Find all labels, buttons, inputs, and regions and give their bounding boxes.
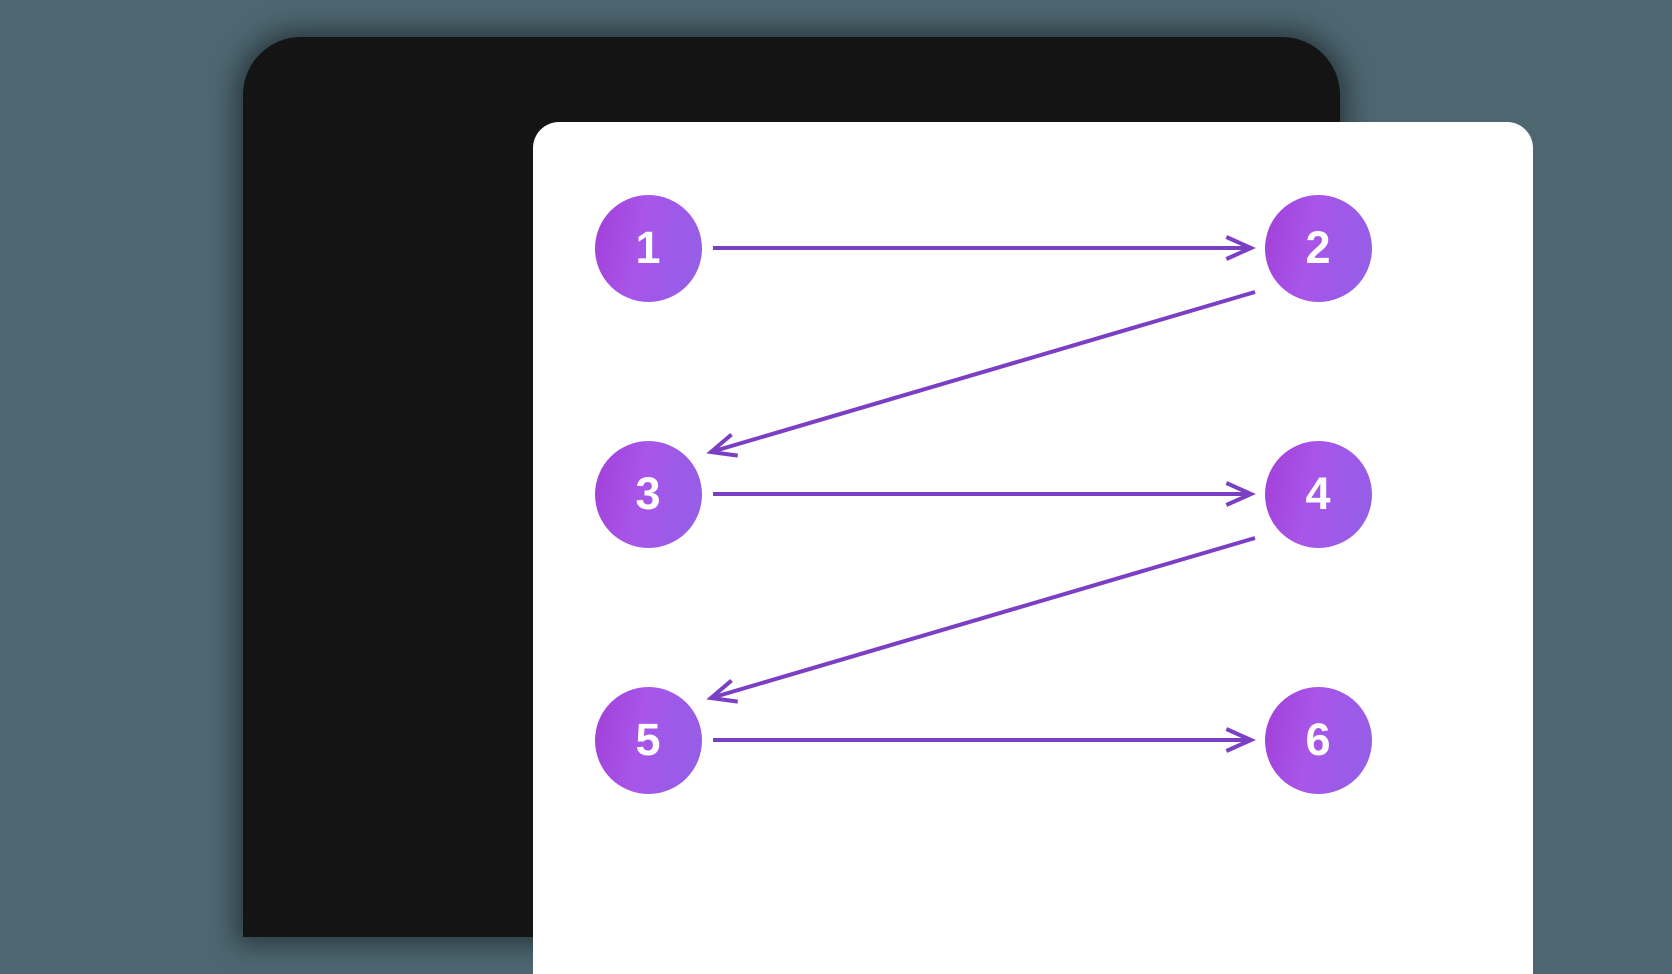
node-5-label: 5 xyxy=(635,713,661,765)
node-3-label: 3 xyxy=(635,467,661,519)
edge-1-to-2 xyxy=(713,235,1256,261)
edge-2-to-3 xyxy=(706,290,1256,458)
node-diagram: 1 2 3 4 5 6 xyxy=(533,122,1533,974)
screenshot-stage: 1 2 3 4 5 6 xyxy=(243,37,1533,974)
node-5[interactable]: 5 xyxy=(594,686,702,794)
node-6-label: 6 xyxy=(1305,713,1331,765)
edge-3-to-4 xyxy=(713,481,1256,507)
arrowhead-icon xyxy=(1225,235,1256,261)
edge-4-to-5 xyxy=(706,536,1256,704)
device-screen: 1 2 3 4 5 6 xyxy=(533,122,1533,974)
node-3[interactable]: 3 xyxy=(594,440,702,548)
arrowhead-icon xyxy=(706,678,739,704)
arrowhead-icon xyxy=(1225,481,1256,507)
device-frame: 1 2 3 4 5 6 xyxy=(243,37,1533,974)
node-4[interactable]: 4 xyxy=(1264,440,1372,548)
node-4-label: 4 xyxy=(1305,467,1331,519)
node-2[interactable]: 2 xyxy=(1264,194,1372,302)
node-6[interactable]: 6 xyxy=(1264,686,1372,794)
arrowhead-icon xyxy=(706,432,739,458)
node-1[interactable]: 1 xyxy=(594,194,702,302)
edge-line xyxy=(710,290,1256,454)
edge-line xyxy=(710,536,1256,700)
edge-layer xyxy=(706,235,1256,753)
edge-5-to-6 xyxy=(713,727,1256,753)
node-2-label: 2 xyxy=(1305,221,1331,273)
node-1-label: 1 xyxy=(635,221,661,273)
arrowhead-icon xyxy=(1225,727,1256,753)
